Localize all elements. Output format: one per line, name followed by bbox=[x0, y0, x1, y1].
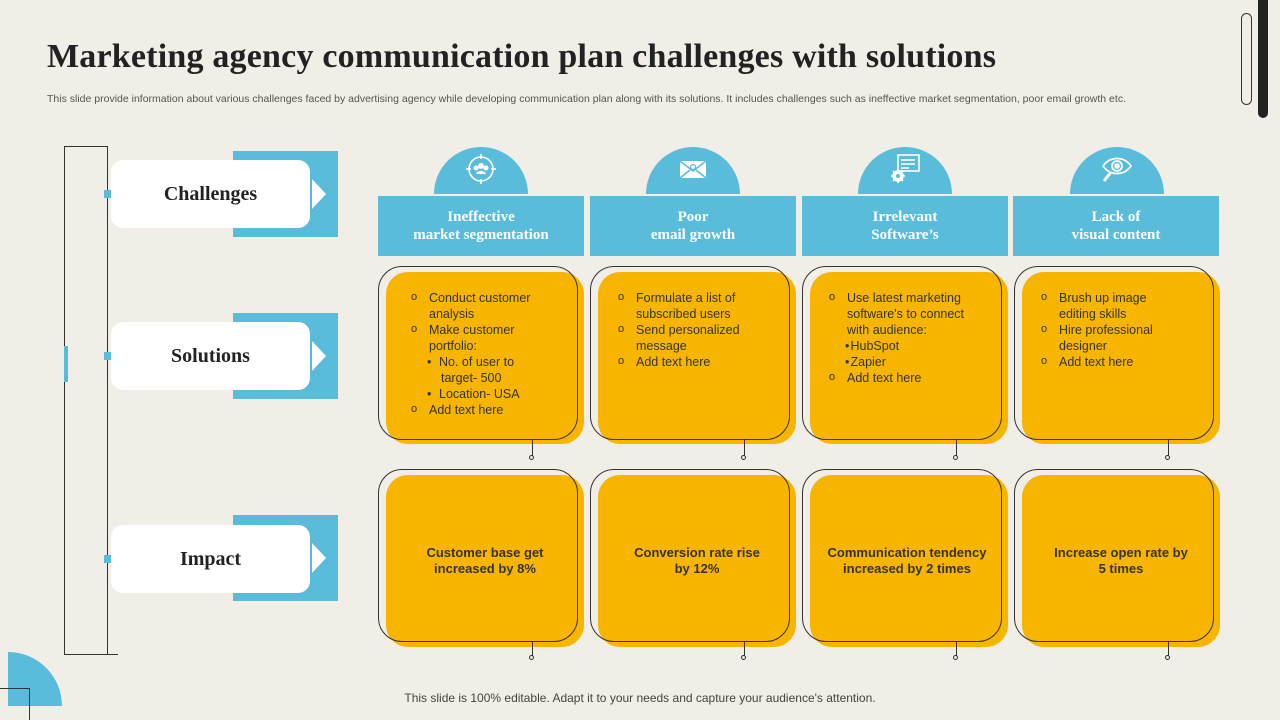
card-outline bbox=[378, 266, 578, 440]
bracket-dot bbox=[104, 352, 112, 360]
column-heading-line: Ineffective bbox=[447, 209, 515, 225]
impact-card bbox=[810, 475, 1008, 647]
footer-note: This slide is 100% editable. Adapt it to… bbox=[404, 691, 876, 705]
column-heading-line: email growth bbox=[650, 227, 736, 243]
column-heading-line: visual content bbox=[1071, 227, 1161, 243]
connector-dot bbox=[953, 455, 958, 460]
connector-line bbox=[956, 642, 957, 656]
list-subitem-continuation: target- 500 bbox=[441, 371, 502, 385]
card-outline bbox=[590, 469, 790, 642]
chevron-right-icon bbox=[312, 341, 326, 371]
impact-card bbox=[1022, 475, 1220, 647]
people-target-icon bbox=[434, 147, 528, 194]
email-icon bbox=[646, 147, 740, 194]
connector-line bbox=[532, 642, 533, 656]
page-subtitle: This slide provide information about var… bbox=[47, 93, 1126, 105]
impact-card bbox=[386, 475, 584, 647]
list-subitem: Zapier bbox=[827, 354, 997, 370]
connector-dot bbox=[1165, 455, 1170, 460]
connector-line bbox=[744, 440, 745, 456]
column-heading: Ineffective market segmentation bbox=[378, 196, 584, 256]
list-item: Add text here bbox=[616, 353, 781, 370]
column-heading: Lack of visual content bbox=[1013, 196, 1219, 256]
column-heading: Poor email growth bbox=[590, 196, 796, 256]
card-outline bbox=[1014, 266, 1214, 440]
column-heading: Irrelevant Software’s bbox=[802, 196, 1008, 256]
column-heading-line: Lack of bbox=[1091, 209, 1141, 225]
connector-dot bbox=[741, 455, 746, 460]
decorative-pill bbox=[1241, 13, 1252, 105]
impact-card bbox=[598, 475, 796, 647]
row-label-solutions: Solutions bbox=[111, 322, 310, 390]
card-outline bbox=[802, 469, 1002, 642]
card-outline bbox=[802, 266, 1002, 440]
connector-line bbox=[956, 440, 957, 456]
connector-dot bbox=[529, 455, 534, 460]
card-outline bbox=[1014, 469, 1214, 642]
list-subitem: No. of user to bbox=[409, 354, 574, 370]
connector-line bbox=[744, 642, 745, 656]
connector-line bbox=[1168, 440, 1169, 456]
decorative-bar bbox=[1258, 0, 1268, 118]
card-outline bbox=[590, 266, 790, 440]
row-bracket bbox=[64, 146, 108, 655]
connector-line bbox=[532, 440, 533, 456]
bracket-dot bbox=[104, 190, 112, 198]
column-heading-line: market segmentation bbox=[413, 227, 549, 243]
eye-search-icon bbox=[1070, 147, 1164, 194]
connector-dot bbox=[529, 655, 534, 660]
column-heading-line: Irrelevant bbox=[872, 209, 938, 225]
list-subitem: Location- USA bbox=[409, 386, 574, 402]
chevron-right-icon bbox=[312, 179, 326, 209]
list-item: Add text here bbox=[409, 401, 574, 418]
row-label-challenges: Challenges bbox=[111, 160, 310, 228]
connector-dot bbox=[1165, 655, 1170, 660]
connector-dot bbox=[953, 655, 958, 660]
list-item: Add text here bbox=[1039, 353, 1204, 370]
bracket-dot bbox=[104, 555, 112, 563]
list-subitem: HubSpot bbox=[827, 338, 997, 354]
column-heading-line: Software’s bbox=[871, 227, 939, 243]
connector-line bbox=[1168, 642, 1169, 656]
software-settings-icon bbox=[858, 147, 952, 194]
row-label-impact: Impact bbox=[111, 525, 310, 593]
bracket-accent bbox=[64, 346, 68, 382]
list-item: Add text here bbox=[827, 369, 997, 386]
decorative-corner-line bbox=[0, 688, 30, 720]
chevron-right-icon bbox=[312, 543, 326, 573]
connector-dot bbox=[741, 655, 746, 660]
page-title: Marketing agency communication plan chal… bbox=[47, 38, 997, 75]
card-outline bbox=[378, 469, 578, 642]
bracket-tick bbox=[107, 654, 118, 656]
column-heading-line: Poor bbox=[677, 209, 709, 225]
